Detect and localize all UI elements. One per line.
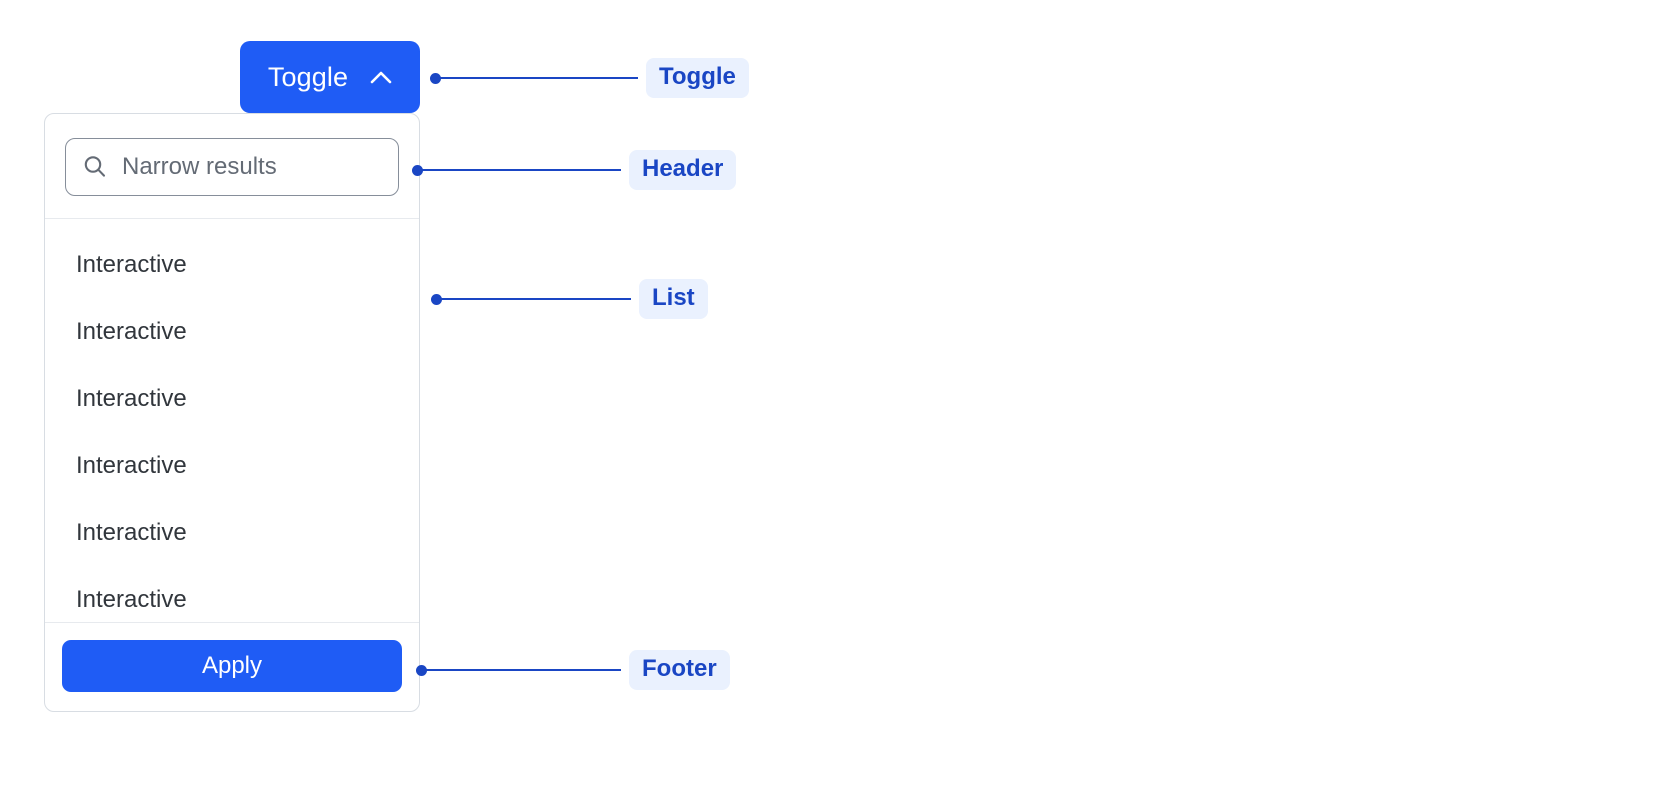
list-item[interactable]: Interactive xyxy=(76,585,187,613)
annotation-line xyxy=(426,668,621,672)
search-icon xyxy=(82,154,108,180)
annotation-label: Footer xyxy=(629,650,730,690)
annotation-list: List xyxy=(431,279,708,319)
toggle-button-label: Toggle xyxy=(267,61,349,92)
annotation-header: Header xyxy=(412,150,737,190)
list-item[interactable]: Interactive xyxy=(76,451,187,479)
annotation-label: Toggle xyxy=(646,58,749,98)
annotation-line xyxy=(422,168,621,172)
annotation-dot xyxy=(416,664,427,676)
search-input[interactable] xyxy=(122,153,382,181)
list-item[interactable]: Interactive xyxy=(76,317,187,345)
annotation-line xyxy=(440,76,638,80)
chevron-up-icon xyxy=(370,70,392,84)
annotation-label: Header xyxy=(629,150,737,190)
dropdown-footer: Apply xyxy=(45,622,419,711)
list-item[interactable]: Interactive xyxy=(76,518,187,546)
toggle-button[interactable]: Toggle xyxy=(240,41,420,113)
dropdown-header xyxy=(45,114,419,219)
dropdown-panel: Interactive Interactive Interactive Inte… xyxy=(44,113,420,712)
list-item[interactable]: Interactive xyxy=(76,384,187,412)
annotation-footer: Footer xyxy=(416,650,730,690)
list-item[interactable]: Interactive xyxy=(76,250,187,278)
search-field[interactable] xyxy=(65,138,399,196)
apply-button[interactable]: Apply xyxy=(62,640,402,692)
annotation-line xyxy=(441,297,631,301)
annotation-dot xyxy=(412,164,423,176)
annotation-dot xyxy=(430,72,441,84)
annotation-toggle: Toggle xyxy=(430,58,749,98)
annotation-dot xyxy=(431,293,442,305)
annotation-label: List xyxy=(639,279,708,319)
dropdown-list[interactable]: Interactive Interactive Interactive Inte… xyxy=(45,219,419,622)
